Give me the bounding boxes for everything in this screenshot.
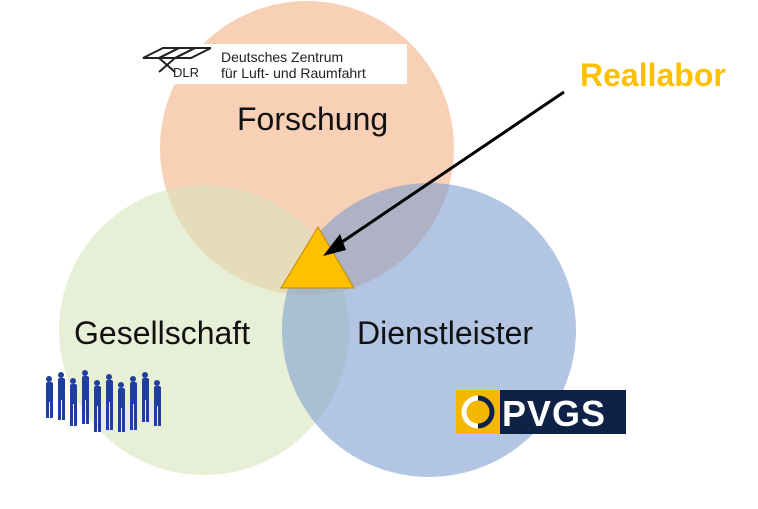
pvgs-logo: PVGS: [456, 390, 626, 434]
dlr-logo: DLR Deutsches Zentrum für Luft- und Raum…: [137, 44, 407, 84]
callout-arrowhead: [323, 234, 346, 256]
dlr-mark-icon: [142, 47, 211, 73]
label-forschung: Forschung: [237, 101, 389, 137]
pvgs-wordmark: PVGS: [502, 393, 607, 434]
center-triangle: [280, 226, 355, 289]
crowd-silhouette-icon: [46, 370, 161, 432]
pvgs-mark-icon: [456, 390, 500, 434]
label-gesellschaft: Gesellschaft: [74, 315, 251, 351]
dlr-abbr: DLR: [173, 65, 200, 80]
callout-arrow-line: [335, 90, 565, 248]
dlr-name-line2: für Luft- und Raumfahrt: [221, 65, 366, 81]
label-dienstleister: Dienstleister: [357, 315, 534, 351]
dlr-name-line1: Deutsches Zentrum: [221, 49, 344, 65]
label-reallabor: Reallabor: [580, 57, 726, 93]
